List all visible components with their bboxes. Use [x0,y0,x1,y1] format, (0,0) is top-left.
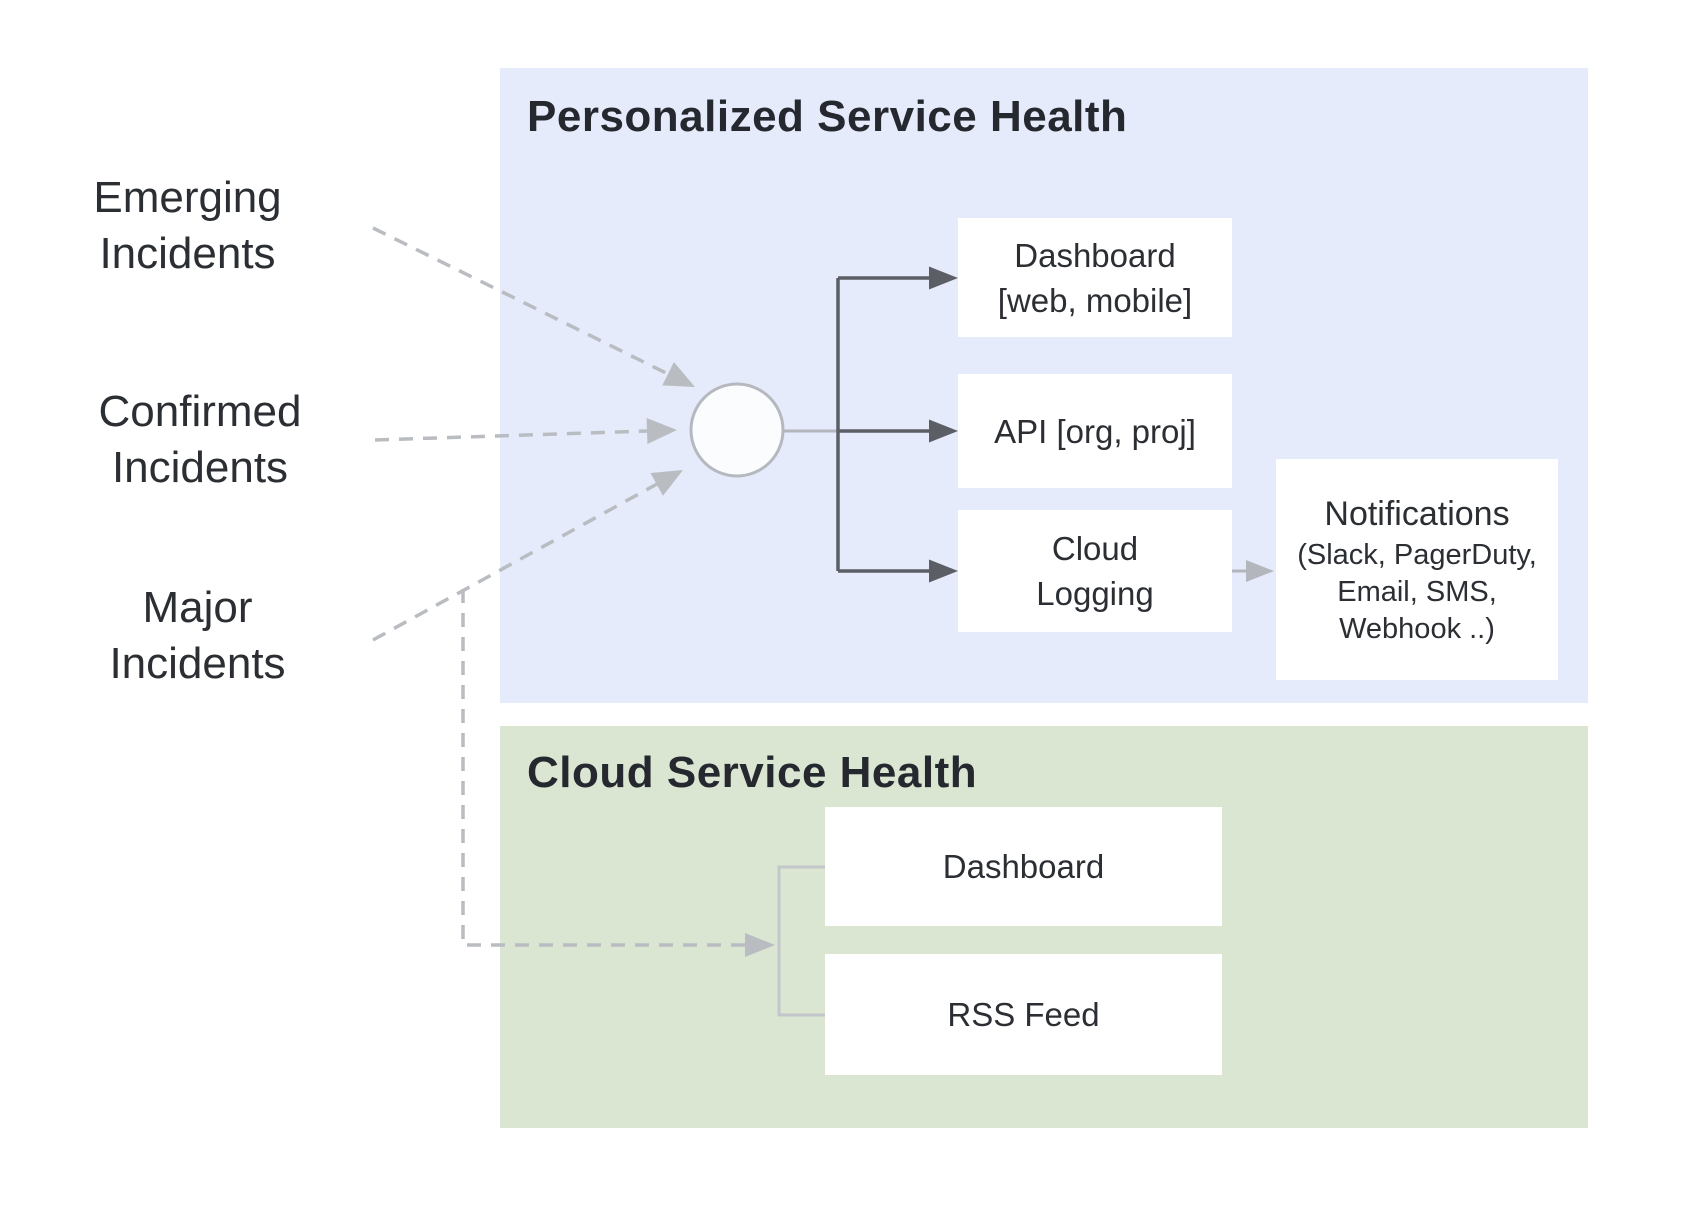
notifications-box-title: Notifications [1324,495,1510,533]
dashboard-web-mobile-box: Dashboard [web, mobile] [958,218,1232,337]
box-label-line: [web, mobile] [997,281,1193,319]
notifications-channels-line: Email, SMS, [1337,576,1497,608]
notifications-channels-line: (Slack, PagerDuty, [1297,539,1537,571]
source-label-line: Major [142,583,253,632]
personalized-panel-title: Personalized Service Health [527,92,1128,141]
box-label-line: Cloud [1051,530,1139,567]
box-label-line: Dashboard [1014,236,1176,274]
source-label-major-incidents: Major Incidents [40,580,355,692]
source-label-line: Emerging [93,173,282,222]
box-label-line: API [org, proj] [994,412,1196,450]
source-label-line: Incidents [111,443,289,492]
box-label-line: RSS Feed [947,996,1100,1033]
box-label-line: Dashboard [942,848,1105,885]
cloud-logging-box: Cloud Logging [958,510,1232,632]
box-label-line: Logging [1036,575,1154,612]
api-org-proj-box: API [org, proj] [958,374,1232,488]
source-label-line: Confirmed [98,387,302,436]
rss-feed-box: RSS Feed [825,954,1222,1075]
source-label-emerging-incidents: Emerging Incidents [30,170,345,282]
source-label-line: Incidents [99,229,276,278]
cloud-dashboard-box: Dashboard [825,807,1222,926]
notifications-channels-line: Webhook ..) [1339,613,1495,645]
cloud-panel-title: Cloud Service Health [527,748,978,797]
source-label-line: Incidents [109,639,286,688]
notifications-box: Notifications (Slack, PagerDuty, Email, … [1276,459,1558,680]
source-label-confirmed-incidents: Confirmed Incidents [40,384,360,496]
